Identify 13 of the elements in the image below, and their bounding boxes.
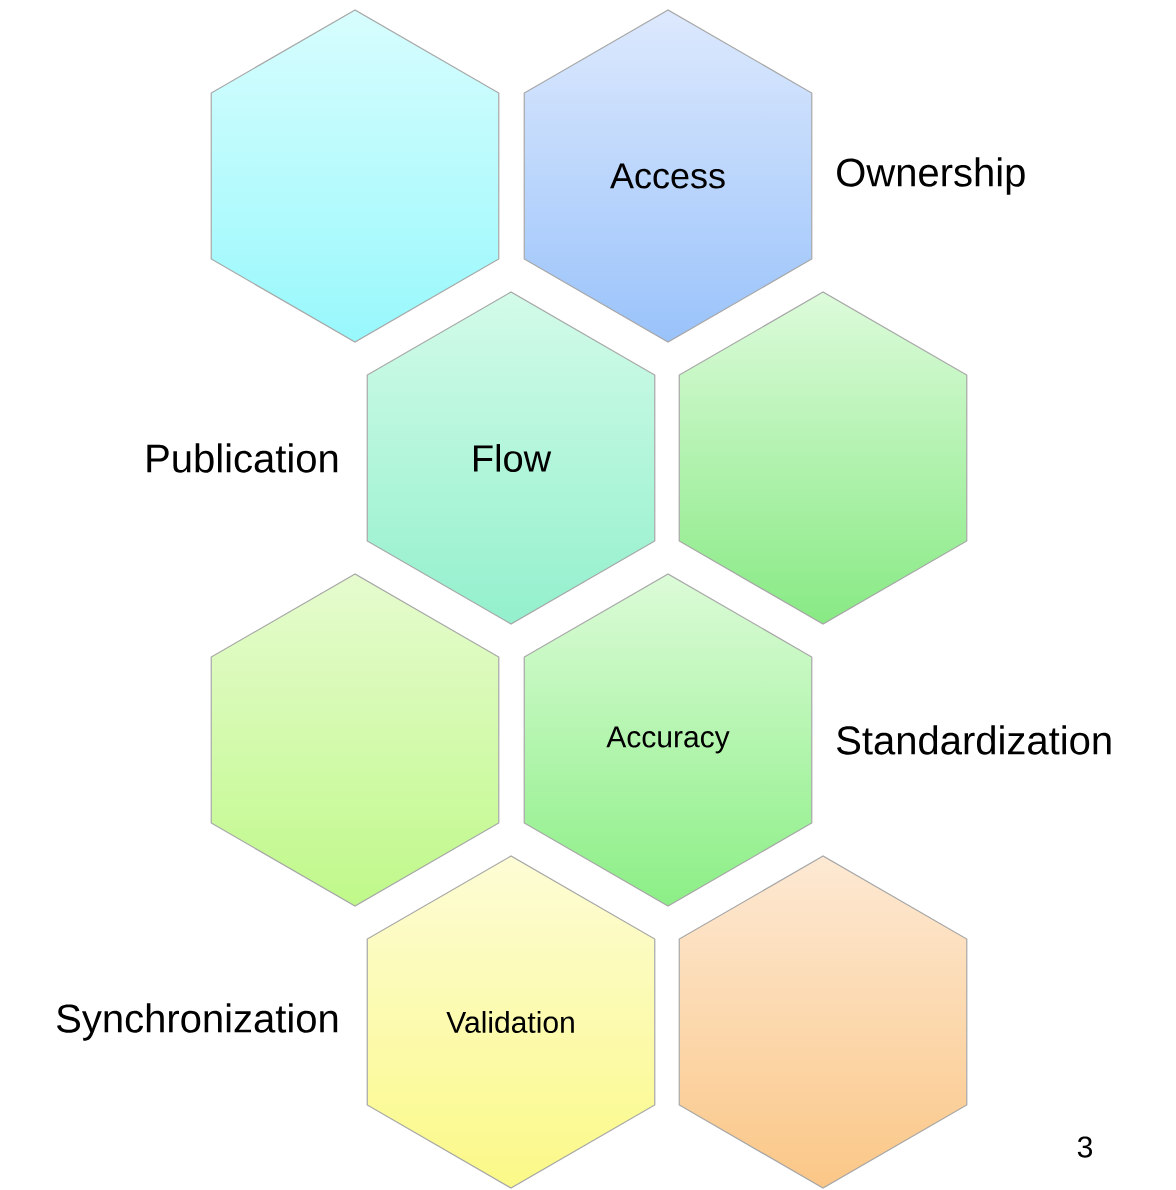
- hexagon: Accuracy: [523, 573, 813, 907]
- empty-hexagon: [678, 855, 968, 1189]
- page-number: 3: [1077, 1136, 1093, 1158]
- empty-hexagon: [678, 291, 968, 625]
- hexagon: Access: [523, 9, 813, 343]
- empty-hexagon: [210, 573, 500, 907]
- hexagon: Validation: [366, 855, 656, 1189]
- side-label: Standardization: [837, 725, 1111, 755]
- side-label: Publication: [147, 443, 338, 473]
- side-label: Synchronization: [57, 1003, 338, 1041]
- side-label: Ownership: [837, 157, 1025, 195]
- hexagon: Flow: [366, 291, 656, 625]
- empty-hexagon: [210, 9, 500, 343]
